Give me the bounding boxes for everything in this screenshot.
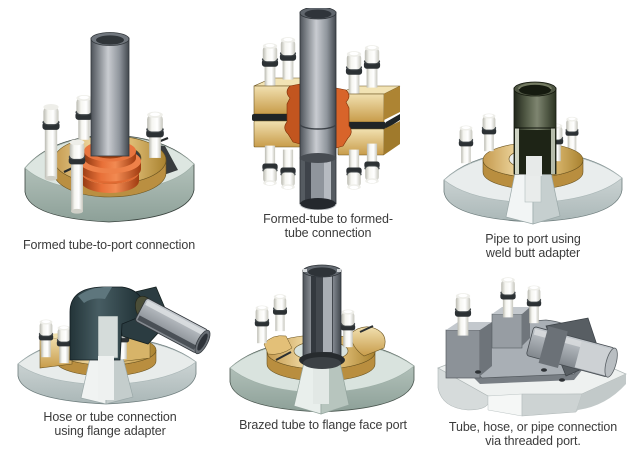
figure-hose-flange-adapter: Hose or tube connection using flange ada…: [4, 270, 216, 439]
cutaway-notch: [293, 357, 350, 415]
formed-tube-to-formed-tube-illustration: [252, 8, 401, 210]
tube-cutaway: [299, 153, 337, 210]
figure-pipe-to-port: Pipe to port using weld butt adapter: [430, 62, 636, 261]
welded-pipe: [513, 81, 557, 176]
caption-hose-flange-adapter: Hose or tube connection using flange ada…: [43, 410, 177, 439]
pipe-to-port-illustration: [443, 81, 623, 225]
tube: [90, 32, 129, 157]
caption-brazed-tube: Brazed tube to flange face port: [239, 418, 407, 432]
brazed-tube-illustration: [229, 264, 415, 415]
cutaway-notch: [505, 167, 561, 225]
figure-formed-tube-to-port: Formed tube-to-port connection: [4, 24, 214, 252]
threaded-boss-center: [491, 307, 530, 349]
caption-pipe-to-port: Pipe to port using weld butt adapter: [485, 232, 581, 261]
formed-tube-to-port-illustration: [24, 32, 194, 223]
threaded-boss-left: [445, 322, 492, 379]
threaded-port-illustration: [437, 277, 627, 417]
figure-brazed-tube: Brazed tube to flange face port: [216, 264, 430, 432]
caption-formed-tube-to-formed-tube: Formed-tube to formed-tube connection: [263, 212, 393, 241]
hose-tube: [135, 298, 211, 355]
ferrule-seals: [284, 83, 352, 149]
caption-threaded-port: Tube, hose, or pipe connection via threa…: [448, 420, 618, 449]
figure-threaded-port: Tube, hose, or pipe connection via threa…: [426, 276, 640, 449]
figure-formed-tube-to-formed-tube: Formed-tube to formed-tube connection: [228, 8, 428, 241]
brazed-tube: [299, 264, 345, 369]
caption-formed-tube-to-port: Formed tube-to-port connection: [22, 238, 196, 252]
tube: [299, 8, 337, 159]
hose-flange-adapter-illustration: [17, 286, 211, 405]
port-holes: [475, 368, 565, 382]
threaded-tube: [526, 326, 618, 378]
